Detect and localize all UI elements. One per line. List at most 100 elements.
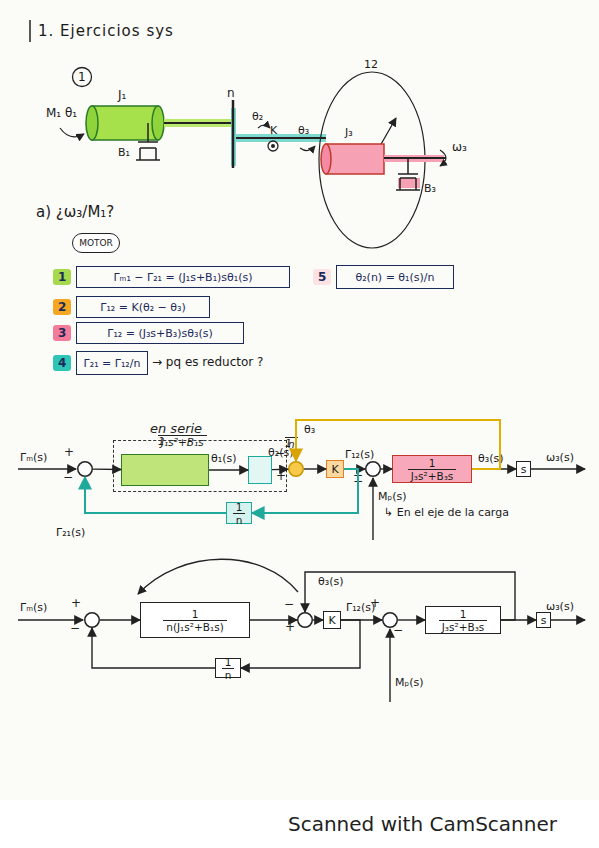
node-text: s (521, 463, 527, 476)
denominator: J₁s²+B₁s (158, 435, 207, 448)
signal-connector (272, 469, 288, 471)
junction-circle (289, 462, 304, 477)
transfer-block: 1J₃s²+B₃s (425, 606, 501, 634)
signal-connector (341, 619, 382, 620)
signal-label: θ₂(s) (268, 446, 293, 459)
angle-arrow (258, 125, 270, 128)
gear-wheel (232, 100, 235, 168)
shaft (236, 137, 326, 139)
part-label: K (270, 124, 277, 137)
numerator: 1 (236, 501, 243, 513)
signal-connector (305, 572, 515, 620)
label-box: MOTOR (72, 233, 120, 253)
node-text: K (331, 463, 338, 476)
signal-connector (501, 619, 536, 620)
equation-number: 3 (53, 325, 71, 341)
junction-circle (85, 613, 100, 628)
transfer-block: 1n (226, 502, 252, 524)
denominator: n (233, 513, 246, 526)
part-label: ω₃ (452, 140, 467, 154)
numerator: 1 (225, 656, 232, 668)
input-wire (18, 619, 83, 620)
equation-box: 5θ₂(n) = θ₁(s)/n (336, 265, 454, 289)
signal-connector (304, 468, 326, 469)
cylinder-end (152, 106, 164, 140)
equation-number: 5 (313, 269, 331, 285)
note-label: ω₃(s) (546, 451, 574, 464)
output-wire (531, 468, 585, 469)
denominator: n(J₁s²+B₁s) (163, 620, 227, 633)
output-wire (551, 619, 585, 620)
denominator: n (222, 668, 235, 681)
equation-text: θ₂(n) = θ₁(s)/n (355, 271, 434, 284)
sign-text: − (70, 622, 80, 634)
part-label: B₃ (424, 182, 436, 195)
note-label: Mₚ(s) (378, 490, 407, 503)
speed-arrow (440, 150, 446, 166)
angle-arrow (300, 146, 315, 151)
disturbance-wire (372, 478, 373, 540)
junction-circle (298, 613, 313, 628)
node-text: MOTOR (79, 238, 113, 248)
equation-text: Γ₁₂ = (J₃s+B₃)sθ₃(s) (107, 327, 212, 340)
signal-connector (296, 420, 500, 469)
node-text: s (541, 614, 547, 627)
signal-connector (252, 469, 358, 513)
signal-label: Γ₂₁(s) (56, 526, 85, 539)
shaft (384, 157, 446, 159)
cylinder-end (321, 144, 331, 174)
signal-connector (398, 619, 425, 620)
sign-text: − (63, 471, 73, 483)
note-label: ↳ En el eje de la carga (384, 506, 509, 519)
junction-outline (77, 461, 93, 477)
signal-connector (250, 619, 297, 620)
sign-text: + (276, 470, 286, 482)
equation-box: 1Γₘ₁ − Γ₂₁ = (J₁s+B₁)sθ₁(s) (76, 266, 290, 288)
note-label: Γₘ(s) (20, 601, 47, 614)
shaft (164, 122, 233, 124)
shaft-highlight (236, 134, 326, 142)
gain-block: s (516, 461, 531, 477)
transfer-block: 1n (215, 658, 241, 678)
equation-number: 1 (53, 269, 71, 285)
summing-junction: +− (365, 461, 381, 477)
note-label: → pq es reductor ? (152, 355, 263, 369)
signal-connector (472, 468, 516, 469)
numerator: 1 (192, 608, 199, 620)
equation-box: 2Γ₁₂ = K(θ₂ − θ₃) (76, 296, 210, 318)
summing-junction: +− (84, 612, 100, 628)
junction-circle (78, 462, 93, 477)
part-label: J₁ (118, 88, 126, 102)
signal-connector (93, 468, 121, 470)
sign-text: − (284, 598, 294, 610)
spring-symbol (271, 144, 275, 148)
signal-connector (313, 619, 323, 620)
signal-label: θ₁(s) (211, 452, 236, 465)
part-label: 1 (78, 70, 86, 84)
equation-text: Γ₁₂ = K(θ₂ − θ₃) (100, 301, 185, 314)
group-box: en serie1J₁s²+B₁s1n (113, 440, 287, 492)
signal-label: θ₃ (304, 423, 315, 436)
gain-block: K (326, 460, 344, 478)
signal-connector (85, 477, 226, 513)
junction-outline (84, 612, 100, 628)
damper-symbol (396, 158, 420, 190)
spring-symbol (268, 141, 278, 151)
page-title: 1. Ejercicios sys (38, 22, 174, 40)
part-label: n (227, 86, 235, 100)
signal-label: Γ₁₂(s) (345, 448, 374, 461)
inertia-cylinder (326, 144, 384, 174)
node-text: K (328, 614, 335, 627)
junction-outline (288, 461, 304, 477)
equation-number: 2 (53, 299, 71, 315)
junction-circle (366, 462, 381, 477)
part-label: M₁ θ₁ (46, 106, 77, 120)
summing-junction: +− (297, 612, 313, 628)
shaft-highlight (164, 119, 233, 127)
summing-junction: +− (382, 612, 398, 628)
numerator: 1 (460, 608, 467, 620)
part-label: θ₂ (252, 110, 263, 123)
transfer-block: 1J₁s²+B₁s (121, 454, 209, 486)
